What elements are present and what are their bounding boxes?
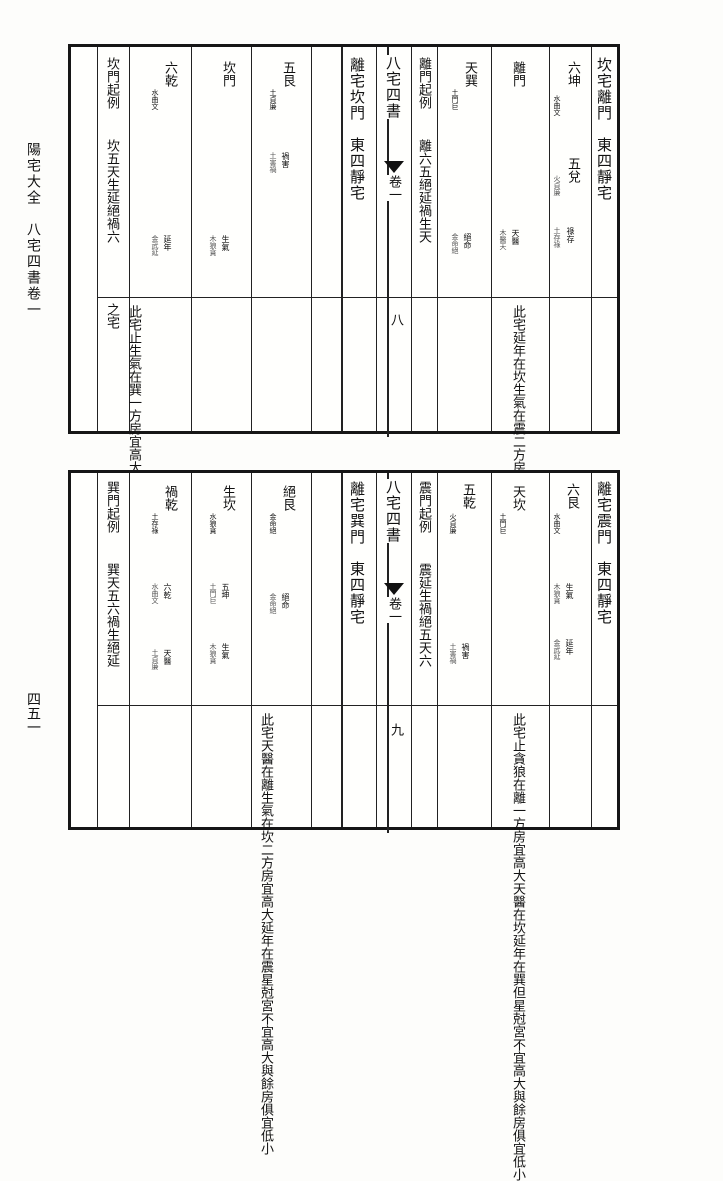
cell-sub: 土門巨 <box>451 89 459 110</box>
cell-sub: 水狼貪 <box>209 513 217 534</box>
main-title-top: 坎宅離門 東四靜宅 <box>595 57 613 201</box>
cell-sub: 木醫天 <box>499 229 507 250</box>
cell-sub: 火貞廉 <box>553 175 561 196</box>
spine-title: 八宅四書 <box>384 479 402 543</box>
kan-qili-body: 坎五天生延絕禍六 <box>104 139 119 243</box>
cell-label: 天醫 <box>511 229 520 245</box>
kan-qili-title: 坎門起例 <box>104 57 119 109</box>
cell-sub: 火貞廉 <box>449 513 457 534</box>
cell-sub: 土貞廉 <box>151 649 159 670</box>
page-number: 四五一 <box>25 692 41 734</box>
cell-sub: 木狼貪 <box>553 583 561 604</box>
cell-label: 延年 <box>565 639 574 655</box>
cell-label: 天巽 <box>462 61 477 87</box>
cell-label: 絕命 <box>281 593 290 609</box>
cell-sub: 水曲文 <box>553 513 561 534</box>
top-page: 坎宅離門 東四靜宅 六坤 水曲文 五兌 火貞廉 祿存 土存祿 離門 天醫 木醫天… <box>68 44 620 760</box>
cell-label: 絕艮 <box>280 485 295 511</box>
spine-juan: 卷一 <box>386 175 401 201</box>
cell-label: 天醫 <box>163 649 172 665</box>
cell-label: 生坎 <box>220 485 235 511</box>
cell-sub: 金命絕 <box>451 233 459 254</box>
lizhai-title: 離宅坎門 東四靜宅 <box>348 57 366 201</box>
lizhai-xun-title: 離宅巽門 東四靜宅 <box>348 481 366 625</box>
cell-sub: 金命絕 <box>269 513 277 534</box>
cell-sub: 木狼貪 <box>209 235 217 256</box>
cell-sub: 土門巨 <box>209 583 217 604</box>
cell-label: 禍害 <box>281 152 290 168</box>
cell-sub: 水曲文 <box>151 89 159 110</box>
lichu-title: 離門起例 <box>416 57 431 109</box>
fish-tail-icon <box>384 583 404 595</box>
cell-label: 坎門 <box>220 61 235 87</box>
cell-sub: 土害禍 <box>449 643 457 664</box>
cell-sub: 木狼貪 <box>209 643 217 664</box>
spine-title: 八宅四書 <box>384 55 402 119</box>
cell-label: 禍乾 <box>162 485 177 511</box>
cell-label: 生氣 <box>565 583 574 599</box>
bottom-page: 離宅震門 東四靜宅 六艮 水曲文 生氣 木狼貪 延年 金武延 天坎 土門巨 五乾… <box>68 470 620 1181</box>
cell-sub: 金武延 <box>553 639 561 660</box>
kan-zhi: 之宅 <box>104 303 119 329</box>
cell-label: 天坎 <box>510 485 525 511</box>
main-title-bottom: 離宅震門 東四靜宅 <box>595 481 613 625</box>
cell-label: 六乾 <box>162 61 177 87</box>
cell-label: 六乾 <box>163 583 172 599</box>
spine-leaf: 八 <box>388 313 403 326</box>
cell-label: 五兌 <box>565 157 580 183</box>
cell-sub: 金命絕 <box>269 593 277 614</box>
spine-juan: 卷一 <box>386 597 401 623</box>
lichu-body: 離六五絕延禍生天 <box>416 139 431 243</box>
xun-qili-body: 巽天五六禍生絕延 <box>104 563 119 667</box>
cell-label: 祿存 <box>566 227 575 243</box>
cell-label: 五坤 <box>221 583 230 599</box>
fish-tail-icon <box>384 161 404 173</box>
cell-label: 五乾 <box>460 483 475 509</box>
spine-leaf: 九 <box>388 723 403 736</box>
cell-label: 五艮 <box>280 61 295 87</box>
cell-label: 延年 <box>163 235 172 251</box>
cell-label: 離門 <box>510 61 525 87</box>
cell-label: 生氣 <box>221 643 230 659</box>
cell-sub: 土門巨 <box>499 513 507 534</box>
cell-sub: 水曲文 <box>151 583 159 604</box>
note-right-top: 此宅延年在坎生氣在震二方房宜高大天醫在巽宮尅星不宜高大與餘房俱宜低小 <box>510 305 525 747</box>
cell-label: 生氣 <box>221 235 230 251</box>
note-left-bottom: 此宅天醫在離生氣在坎二方房宜高大延年在震星尅宮不宜高大與餘房俱宜低小 <box>258 713 273 1155</box>
cell-label: 六艮 <box>564 483 579 509</box>
cell-label: 絕命 <box>463 233 472 249</box>
zhen-qili-title: 震門起例 <box>416 481 431 533</box>
zhen-qili-body: 震延生禍絕五天六 <box>416 563 431 667</box>
cell-sub: 水曲文 <box>553 95 561 116</box>
note-right-bottom: 此宅止貪狼在離一方房宜高大天醫在坎延年在巽但星尅宮不宜高大與餘房俱宜低小 <box>510 713 525 1181</box>
cell-sub: 土存祿 <box>553 227 561 248</box>
cell-sub: 金武延 <box>151 235 159 256</box>
cell-sub: 土存祿 <box>151 513 159 534</box>
cell-sub: 土貞廉 <box>269 89 277 110</box>
cell-label: 禍害 <box>461 643 470 659</box>
note-left-top: 此宅止生氣在巽一方房宜高大延年在離天醫俱宮尅星不宜高大且主屋受尅非大吉 <box>126 305 141 760</box>
xun-qili-title: 巽門起例 <box>104 481 119 533</box>
cell-label: 六坤 <box>565 61 580 87</box>
margin-title: 陽宅大全 八宅四書卷一 <box>25 142 41 318</box>
cell-sub: 土害禍 <box>269 152 277 173</box>
